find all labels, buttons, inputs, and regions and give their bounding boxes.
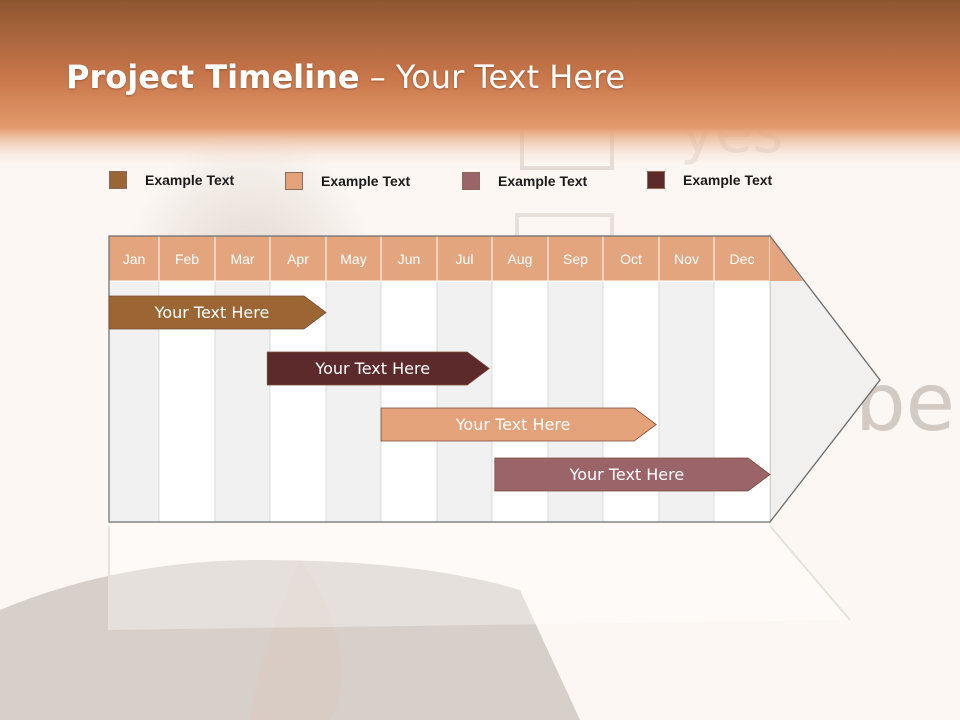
month-label: Feb [175, 251, 199, 267]
month-header [547, 235, 604, 282]
legend-label: Example Text [683, 172, 773, 188]
legend-label: Example Text [321, 173, 411, 189]
month-label: Jun [398, 251, 421, 267]
legend-label: Example Text [145, 172, 235, 188]
legend-item: Example Text [285, 172, 410, 190]
month-column [380, 280, 438, 523]
month-label: Aug [508, 251, 533, 267]
legend-item: Example Text [647, 171, 772, 189]
title-bold: Project Timeline [66, 58, 360, 96]
month-label: May [340, 251, 366, 267]
month-label: Mar [230, 251, 254, 267]
month-header [214, 235, 271, 282]
month-column [436, 280, 493, 523]
month-label: Apr [287, 251, 309, 267]
page-title: Project Timeline – Your Text Here [66, 58, 625, 96]
month-header [602, 235, 660, 282]
month-label: Jul [456, 251, 474, 267]
month-label: Dec [730, 251, 755, 267]
task-label: Your Text Here [569, 465, 685, 484]
month-label: Oct [620, 251, 642, 267]
timeline-outline [108, 235, 881, 523]
legend-swatch [462, 172, 480, 190]
title-regular: – Your Text Here [359, 58, 626, 96]
legend-label: Example Text [498, 173, 588, 189]
month-header [380, 235, 438, 282]
month-column [325, 280, 382, 523]
month-label: Nov [674, 251, 699, 267]
month-label: Sep [563, 251, 588, 267]
task-bar [108, 295, 327, 330]
task-label: Your Text Here [455, 415, 571, 434]
task-bar [380, 407, 657, 442]
task-label: Your Text Here [314, 359, 430, 378]
reflection-edge [769, 525, 851, 621]
task-bar [494, 457, 771, 492]
month-header [658, 235, 715, 282]
timeline-reflection [109, 524, 850, 630]
legend-item: Example Text [109, 171, 234, 189]
month-header [491, 235, 549, 282]
legend-item: Example Text [462, 172, 587, 190]
legend-swatch [647, 171, 665, 189]
month-header [269, 235, 327, 282]
month-label: Jan [123, 251, 146, 267]
month-header [325, 235, 382, 282]
task-bar [266, 351, 490, 386]
legend-swatch [285, 172, 303, 190]
task-label: Your Text Here [154, 303, 270, 322]
legend-swatch [109, 171, 127, 189]
